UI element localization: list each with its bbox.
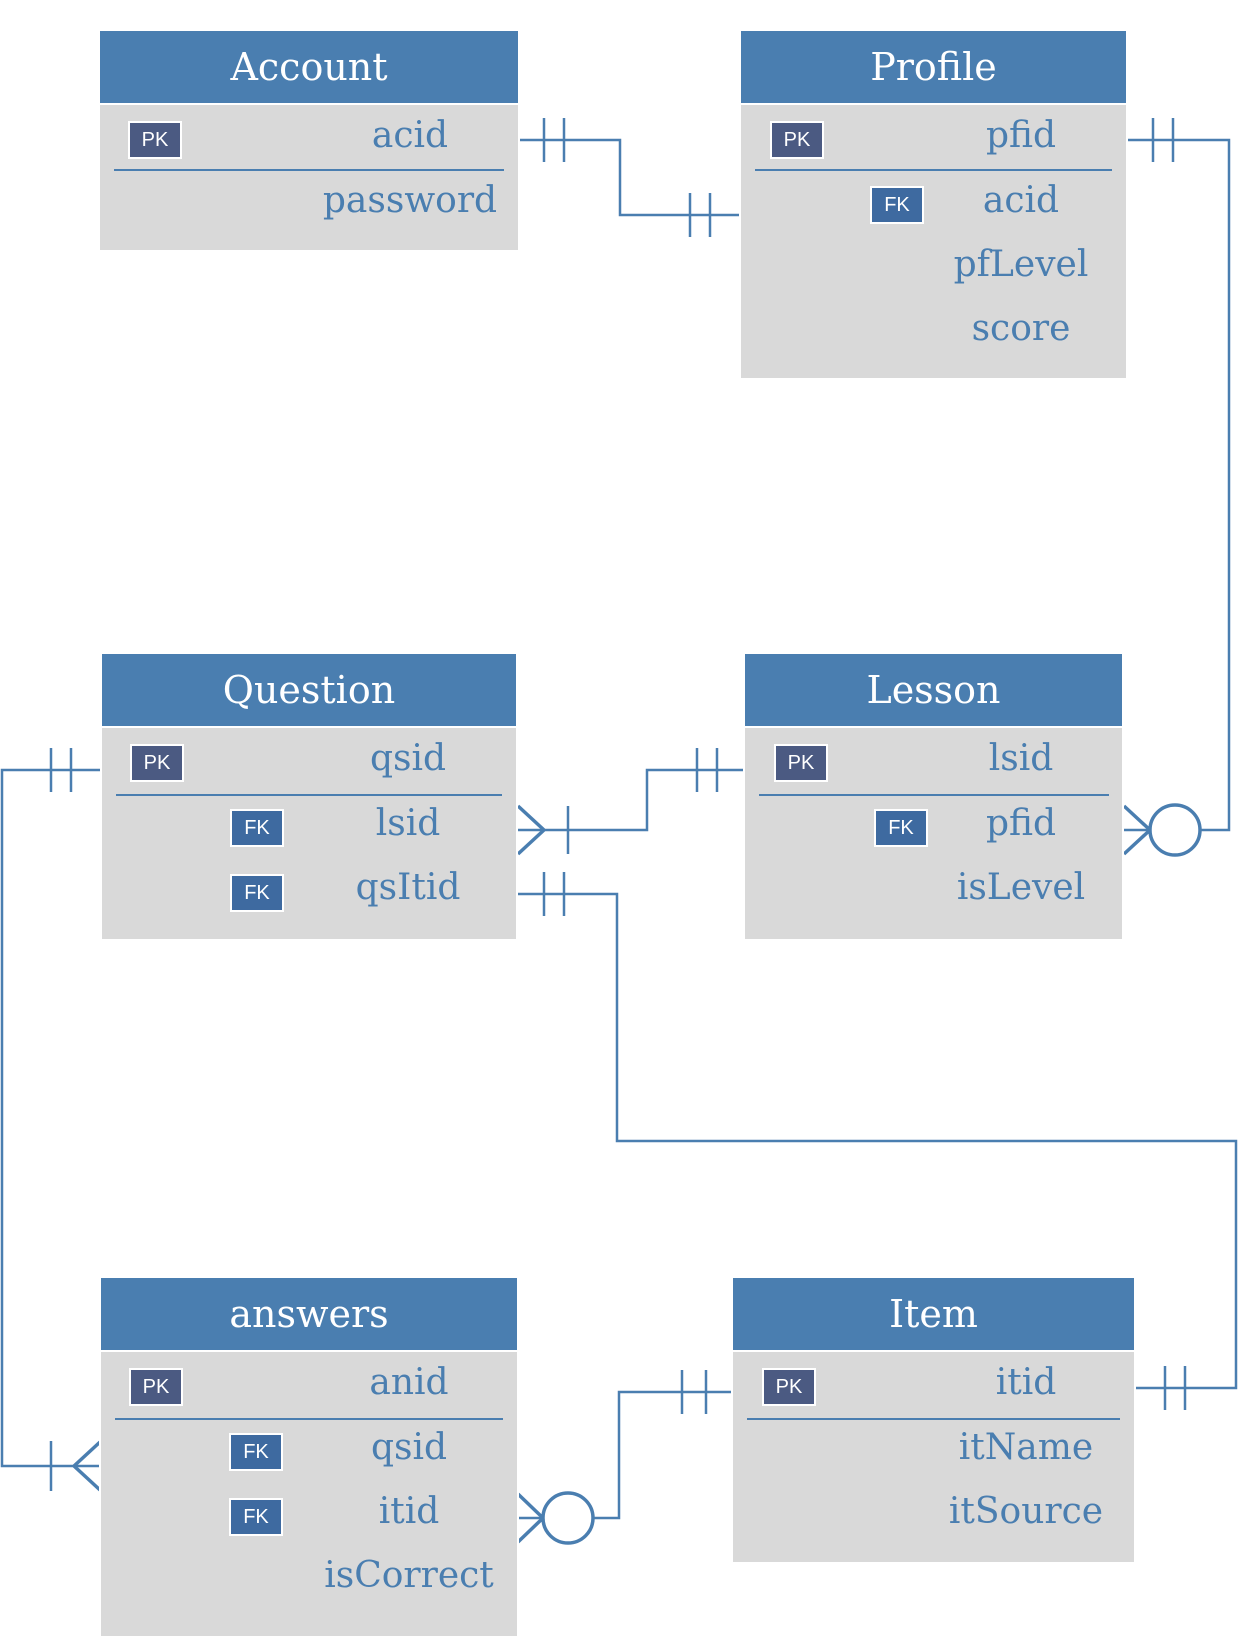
- fk-badge: FK: [874, 809, 928, 847]
- fk-badge: FK: [230, 874, 284, 912]
- relationship-profile-lesson[interactable]: [1122, 118, 1231, 857]
- attribute-lsid: lsid: [375, 803, 441, 844]
- entity-answers-title: answers: [101, 1278, 517, 1352]
- entity-lesson-title: Lesson: [745, 654, 1122, 728]
- relationship-account-profile[interactable]: [519, 118, 740, 237]
- attribute-itid: itid: [378, 1491, 440, 1532]
- pk-badge: PK: [128, 121, 182, 159]
- attribute-qsid: qsid: [370, 1427, 448, 1468]
- attribute-pfid: pfid: [985, 803, 1057, 844]
- entity-profile-title: Profile: [741, 31, 1126, 105]
- attribute-itname: itName: [958, 1427, 1094, 1468]
- fk-badge: FK: [229, 1433, 283, 1471]
- entity-lesson[interactable]: Lesson PK lsid FK pfid isLevel: [743, 652, 1124, 941]
- attribute-qsid: qsid: [369, 738, 447, 779]
- pk-divider: [747, 1418, 1120, 1420]
- attribute-password: password: [322, 180, 498, 221]
- pk-badge: PK: [130, 744, 184, 782]
- pk-divider: [116, 794, 502, 796]
- attribute-anid: anid: [369, 1362, 449, 1403]
- entity-profile[interactable]: Profile PK pfid FK acid pfLevel score: [739, 29, 1128, 380]
- relationship-item-answers[interactable]: [516, 1370, 733, 1545]
- pk-badge: PK: [762, 1368, 816, 1406]
- entity-question[interactable]: Question PK qsid FK lsid FK qsItid: [100, 652, 518, 941]
- relationship-lesson-question[interactable]: [516, 748, 746, 856]
- entity-answers[interactable]: answers PK anid FK qsid FK itid isCorrec…: [99, 1276, 519, 1636]
- attribute-itid: itid: [995, 1362, 1057, 1403]
- attribute-acid: acid: [371, 115, 449, 156]
- attribute-itsource: itSource: [948, 1491, 1104, 1532]
- fk-badge: FK: [229, 1498, 283, 1536]
- attribute-acid: acid: [982, 180, 1060, 221]
- attribute-score: score: [971, 308, 1071, 349]
- relationship-question-item[interactable]: [518, 872, 1238, 1410]
- pk-divider: [114, 169, 504, 171]
- relationship-question-answers[interactable]: [0, 748, 102, 1492]
- pk-divider: [755, 169, 1112, 171]
- attribute-qsitid: qsItid: [355, 867, 461, 908]
- attribute-iscorrect: isCorrect: [324, 1555, 494, 1596]
- pk-divider: [115, 1418, 503, 1420]
- pk-badge: PK: [774, 744, 828, 782]
- entity-account-title: Account: [100, 31, 518, 105]
- fk-badge: FK: [230, 809, 284, 847]
- attribute-lsid: lsid: [988, 738, 1054, 779]
- entity-account[interactable]: Account PK acid password: [98, 29, 520, 252]
- attribute-pflevel: pfLevel: [953, 244, 1089, 285]
- entity-item-title: Item: [733, 1278, 1134, 1352]
- fk-badge: FK: [870, 186, 924, 224]
- pk-badge: PK: [770, 121, 824, 159]
- entity-question-title: Question: [102, 654, 516, 728]
- attribute-islevel: isLevel: [956, 867, 1086, 908]
- attribute-pfid: pfid: [985, 115, 1057, 156]
- pk-badge: PK: [129, 1368, 183, 1406]
- pk-divider: [759, 794, 1109, 796]
- entity-item[interactable]: Item PK itid itName itSource: [731, 1276, 1136, 1564]
